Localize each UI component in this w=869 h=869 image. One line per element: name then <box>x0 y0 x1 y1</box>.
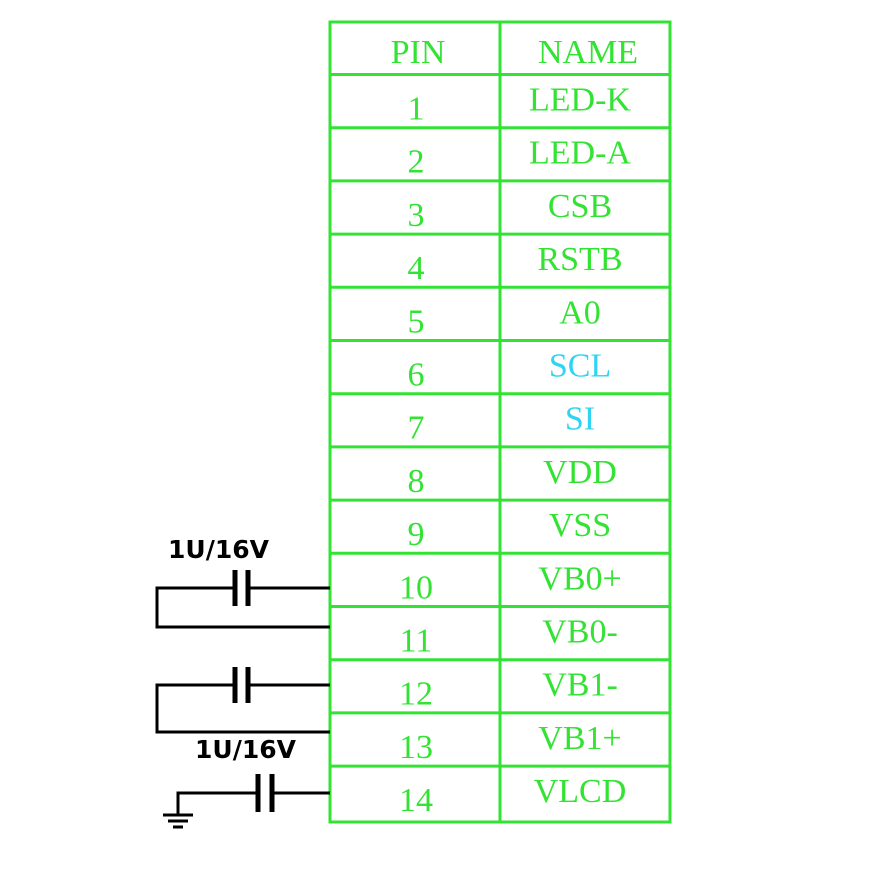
pin-number: 7 <box>408 410 425 447</box>
pin-number: 6 <box>408 357 425 394</box>
pin-name: A0 <box>559 294 601 331</box>
table-row: 8 VDD <box>408 454 617 500</box>
pin-name: LED-K <box>529 82 631 119</box>
wire-pin13 <box>155 683 330 734</box>
pin-number: 10 <box>399 569 433 606</box>
pin-number: 8 <box>408 463 425 500</box>
pin-name: VSS <box>549 507 611 544</box>
table-row: 4 RSTB <box>408 241 623 287</box>
ground-icon <box>163 813 193 829</box>
capacitor-c3-label: 1U/16V <box>195 735 297 764</box>
pin-table-grid <box>328 20 672 824</box>
capacitor-c3: 1U/16V <box>163 735 330 829</box>
table-row: 7 SI <box>408 401 596 447</box>
table-body: 1 LED-K 2 LED-A 3 CSB 4 RSTB 5 A0 6 SCL 7 SI 8 VDD 9 VSS 1… <box>399 82 631 820</box>
wire-to-ground <box>176 791 258 815</box>
pin-name: VB0- <box>542 614 618 651</box>
pin-number: 4 <box>408 250 425 287</box>
pin-name: CSB <box>548 188 612 225</box>
row-dividers <box>330 73 670 768</box>
table-row: 3 CSB <box>408 188 613 234</box>
pin-name: VB0+ <box>538 560 621 597</box>
capacitor-c1: 1U/16V <box>155 535 330 629</box>
pin-name: LED-A <box>529 135 631 172</box>
table-row: 10 VB0+ <box>399 560 622 606</box>
pin-name: VB1+ <box>538 720 621 757</box>
wire-pin11 <box>155 586 330 629</box>
header-pin: PIN <box>391 34 446 71</box>
pin-name: VDD <box>543 454 617 491</box>
pin-number: 1 <box>408 91 425 128</box>
capacitor-c2 <box>155 667 330 734</box>
table-row: 1 LED-K <box>408 82 632 128</box>
pin-name: VLCD <box>534 773 627 810</box>
pin-number: 12 <box>399 676 433 713</box>
pin-number: 5 <box>408 303 425 340</box>
pin-name: RSTB <box>537 241 622 278</box>
pin-number: 13 <box>399 729 433 766</box>
pin-name: SCL <box>549 348 611 385</box>
table-row: 5 A0 <box>408 294 601 340</box>
pin-name: VB1- <box>542 667 618 704</box>
pin-number: 3 <box>408 197 425 234</box>
table-row: 2 LED-A <box>408 135 632 181</box>
table-row: 14 VLCD <box>399 773 626 819</box>
pin-number: 2 <box>408 144 425 181</box>
pin-number: 11 <box>400 623 433 660</box>
pin-name: SI <box>565 401 595 438</box>
pin-number: 14 <box>399 782 433 819</box>
table-row: 13 VB1+ <box>399 720 622 766</box>
table-row: 9 VSS <box>408 507 612 553</box>
header-name: NAME <box>538 34 638 71</box>
capacitor-c1-label: 1U/16V <box>168 535 270 564</box>
pin-number: 9 <box>408 516 425 553</box>
table-row: 11 VB0- <box>400 614 618 660</box>
table-header: PIN NAME <box>391 34 638 71</box>
table-row: 12 VB1- <box>399 667 618 713</box>
table-row: 6 SCL <box>408 348 612 394</box>
